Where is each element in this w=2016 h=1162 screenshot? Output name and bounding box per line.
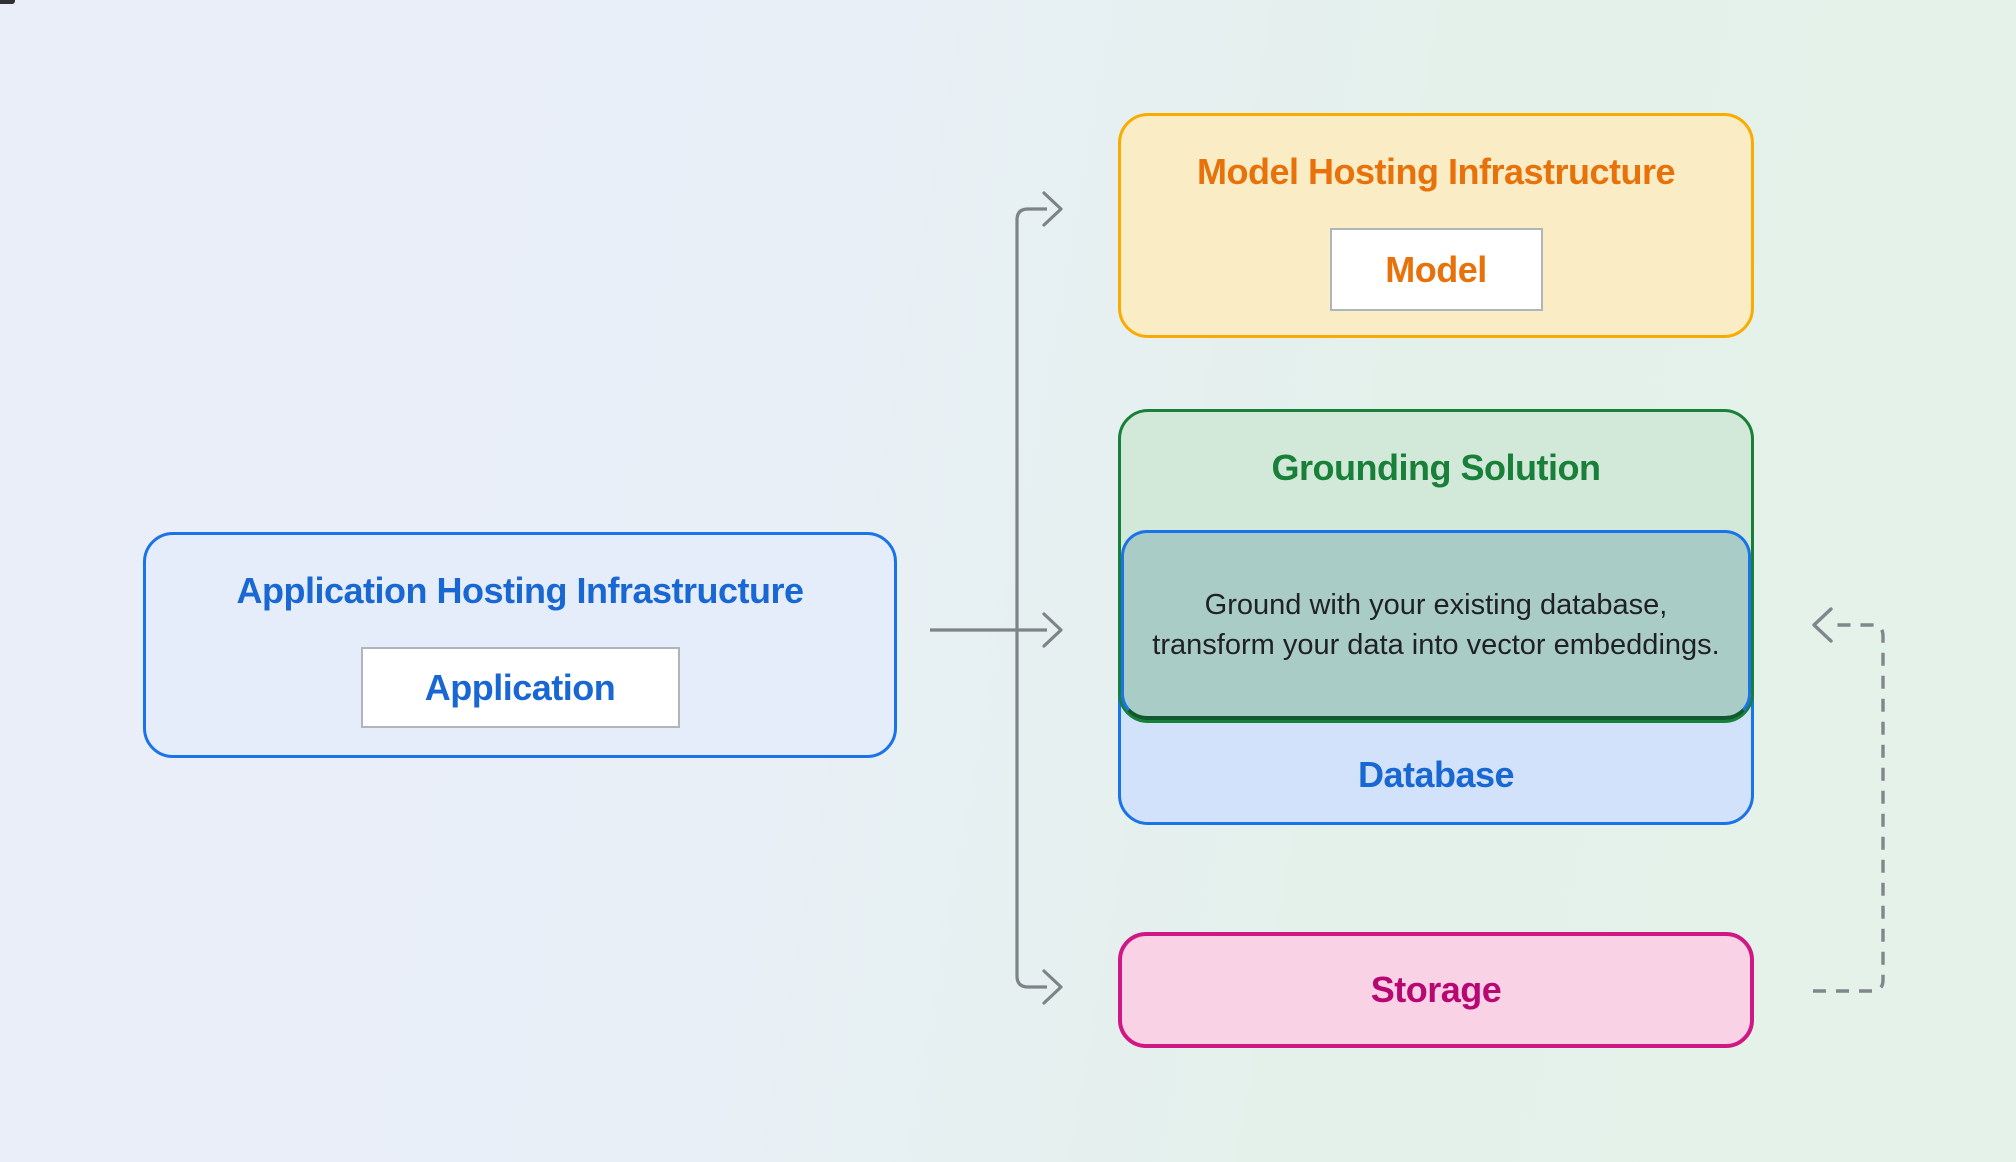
arrowhead-to-grounding-icon	[1042, 612, 1063, 648]
screenshot-corner-artifact	[0, 0, 15, 4]
dashed-feedback-line	[1813, 623, 1885, 993]
storage-label: Storage	[1370, 969, 1502, 1010]
arrowhead-to-storage-icon	[1042, 969, 1063, 1005]
storage-box: Storage	[1118, 932, 1754, 1048]
application-hosting-box: Application Hosting Infrastructure Appli…	[143, 532, 897, 758]
dashed-feedback-arrowhead-icon	[1812, 607, 1833, 643]
arrow-branch-trunk	[1015, 207, 1047, 989]
application-node: Application	[360, 647, 680, 728]
application-node-label: Application	[424, 666, 616, 708]
database-label: Database	[1357, 754, 1515, 795]
arrowhead-to-model-icon	[1042, 191, 1063, 227]
model-hosting-title: Model Hosting Infrastructure	[1196, 151, 1676, 192]
model-hosting-box: Model Hosting Infrastructure Model	[1118, 113, 1754, 338]
grounding-solution-title: Grounding Solution	[1271, 447, 1601, 488]
model-node: Model	[1329, 228, 1543, 311]
application-hosting-title: Application Hosting Infrastructure	[236, 570, 804, 611]
grounding-note-text: Ground with your existing database, tran…	[1152, 588, 1720, 661]
model-node-label: Model	[1385, 248, 1487, 290]
grounding-note-box: Ground with your existing database, tran…	[1121, 530, 1751, 720]
